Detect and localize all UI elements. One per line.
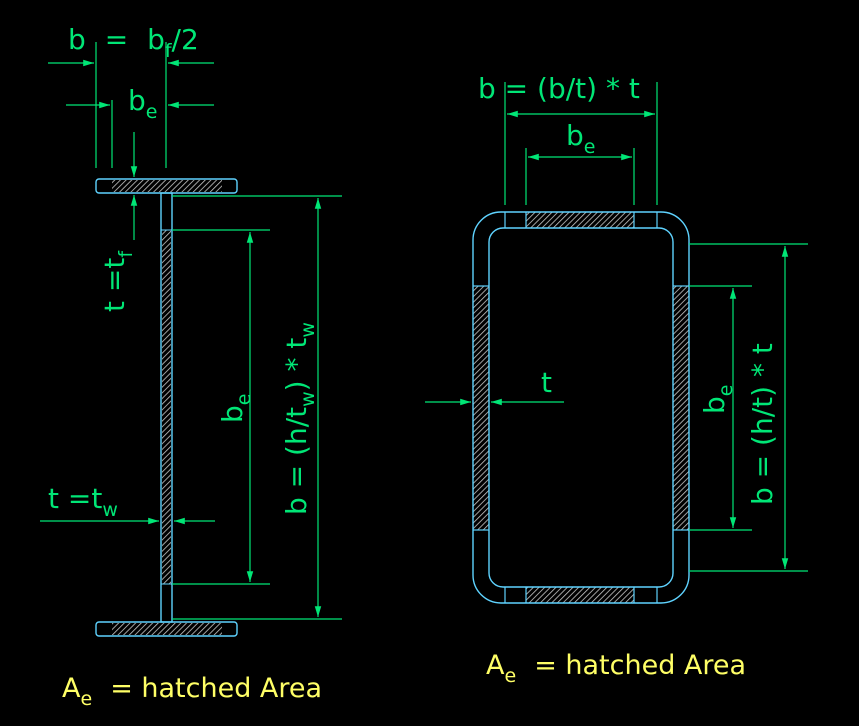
i-beam-section <box>95 178 238 637</box>
b-flange-label: b = bf/2 <box>68 23 199 62</box>
tube-t-label: t <box>541 366 552 399</box>
tube-left-hatch <box>473 286 489 530</box>
web <box>160 192 173 623</box>
svg-text:Ae= hatched Area: Ae= hatched Area <box>62 673 322 710</box>
top-flange-hatch <box>112 180 222 192</box>
web-b-label: b = (h/tw) * tw <box>280 322 319 515</box>
bottom-flange-hatch <box>112 623 222 635</box>
tube-side-be-label: be <box>698 385 737 414</box>
tube-b-label: b = (b/t) * t <box>478 72 640 105</box>
be-flange-label: be <box>128 84 157 123</box>
i-beam-labels: b = bf/2 be t =tf be b = (h/tw) * tw t =… <box>48 23 319 521</box>
tube-outer-wall <box>472 211 690 604</box>
tube-caption: Ae= hatched Area <box>486 650 746 687</box>
web-hatch-top <box>162 230 171 584</box>
tube-inner-wall <box>488 227 674 588</box>
svg-text:Ae= hatched Area: Ae= hatched Area <box>486 650 746 687</box>
tube-bottom-hatch <box>526 587 634 603</box>
tube-right-hatch <box>673 286 689 530</box>
i-beam-caption: Ae= hatched Area <box>62 673 322 710</box>
tw-label: t =tw <box>48 482 118 521</box>
tube-top-hatch <box>526 212 634 228</box>
tube-side-b-label: b = (h/t) * t <box>746 343 779 505</box>
tf-label: t =tf <box>98 250 137 312</box>
i-beam-dimensions <box>40 42 342 620</box>
tube-section <box>472 211 690 604</box>
tube-labels: b = (b/t) * t be t be b = (h/t) * t <box>478 72 779 505</box>
tube-dimensions <box>425 82 808 572</box>
web-be-label: be <box>216 394 255 423</box>
tube-be-label: be <box>566 119 595 158</box>
